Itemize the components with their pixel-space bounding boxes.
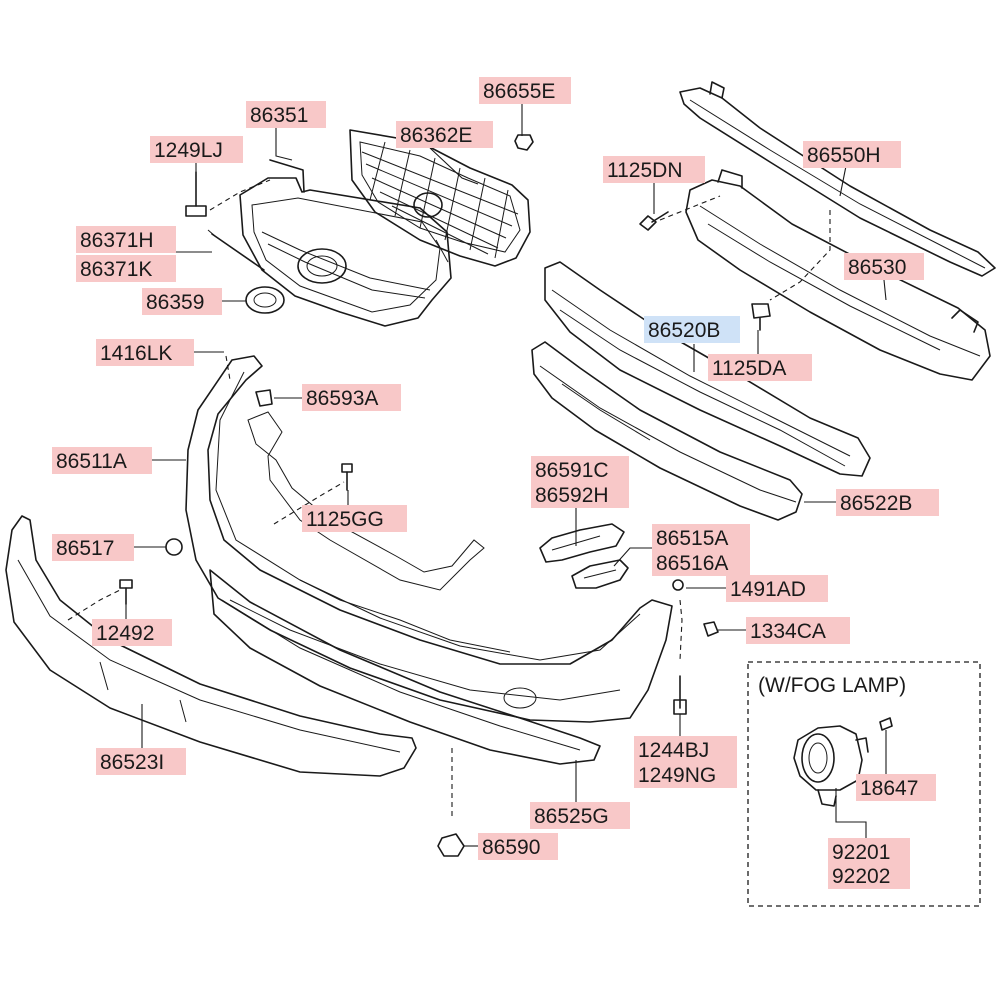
- label-86522B: 86522B: [836, 489, 939, 516]
- label-86593A-text: 86593A: [306, 387, 378, 410]
- clip-86590: [437, 833, 465, 857]
- label-86371K-text: 86371K: [80, 258, 152, 281]
- label-1491AD: 1491AD: [726, 575, 828, 602]
- label-86362E-text: 86362E: [400, 124, 472, 147]
- clip-86593A: [255, 389, 273, 407]
- front-bumper-cover: [185, 355, 673, 723]
- screw-1244BJ: [673, 675, 687, 715]
- label-18647-text: 18647: [860, 777, 918, 800]
- energy-absorber: [544, 261, 871, 477]
- fog-lamp-option-box: [747, 661, 981, 907]
- label-1249NG: 1249NG: [634, 761, 737, 788]
- label-1125GG-text: 1125GG: [306, 508, 384, 531]
- cap-86517: [165, 538, 183, 556]
- label-86371H: 86371H: [76, 226, 176, 253]
- under-spoiler: [5, 515, 417, 777]
- label-92202: 92202: [828, 862, 910, 889]
- label-86511A-text: 86511A: [56, 450, 127, 473]
- label-18647: 18647: [856, 774, 936, 801]
- label-86511A: 86511A: [52, 447, 152, 474]
- lower-lip: [209, 569, 601, 765]
- label-1249NG-text: 1249NG: [638, 764, 716, 787]
- bolt-1125DN: [639, 211, 669, 231]
- label-92201-text: 92201: [832, 841, 890, 864]
- bracket-86591C: [539, 523, 625, 563]
- label-86655E-text: 86655E: [483, 80, 555, 103]
- label-86592H: 86592H: [531, 481, 629, 508]
- grille-mesh: [349, 129, 531, 267]
- label-86550H-text: 86550H: [807, 144, 881, 167]
- label-86351: 86351: [246, 101, 326, 128]
- label-86590-text: 86590: [482, 836, 540, 859]
- label-86550H: 86550H: [803, 141, 901, 168]
- label-86523I: 86523I: [96, 748, 186, 775]
- label-1125DN: 1125DN: [603, 156, 705, 183]
- bolt-1125GG: [341, 463, 353, 491]
- label-86359-text: 86359: [146, 291, 204, 314]
- label-1249LJ: 1249LJ: [150, 136, 243, 163]
- bolt-1249LJ: [185, 171, 207, 217]
- label-12492-text: 12492: [96, 622, 154, 645]
- label-86592H-text: 86592H: [535, 484, 609, 507]
- bracket-86515A: [571, 559, 629, 589]
- label-86362E: 86362E: [396, 121, 493, 148]
- label-86351-text: 86351: [250, 104, 308, 127]
- label-86359: 86359: [142, 288, 222, 315]
- clip-1491AD: [672, 579, 684, 591]
- label-1125DA: 1125DA: [708, 354, 812, 381]
- label-86517-text: 86517: [56, 537, 114, 560]
- fog-lamp-note: (W/FOG LAMP): [758, 674, 906, 697]
- label-86523I-text: 86523I: [100, 751, 164, 774]
- label-86516A-text: 86516A: [656, 552, 728, 575]
- label-86515A: 86515A: [652, 524, 750, 551]
- label-86591C: 86591C: [531, 456, 629, 483]
- label-86590: 86590: [478, 833, 558, 860]
- label-1334CA-text: 1334CA: [750, 620, 826, 643]
- label-1416LK-text: 1416LK: [100, 342, 172, 365]
- label-1334CA: 1334CA: [746, 617, 850, 644]
- radiator-grille-panel: [239, 159, 452, 327]
- label-1125DA-text: 1125DA: [712, 357, 786, 380]
- label-86525G-text: 86525G: [534, 805, 609, 828]
- label-1244BJ: 1244BJ: [634, 736, 737, 763]
- label-1125DN-text: 1125DN: [607, 159, 683, 182]
- grille-rod: [211, 233, 265, 271]
- label-1249LJ-text: 1249LJ: [154, 139, 223, 162]
- label-86530-text: 86530: [848, 256, 906, 279]
- label-86371K: 86371K: [76, 255, 176, 282]
- upper-bumper-bar: [679, 81, 996, 277]
- label-86522B-text: 86522B: [840, 492, 912, 515]
- label-1125GG: 1125GG: [302, 505, 407, 532]
- nut-86655E: [514, 134, 534, 151]
- lower-absorber: [531, 341, 803, 521]
- label-1244BJ-text: 1244BJ: [638, 739, 709, 762]
- label-86593A: 86593A: [302, 384, 401, 411]
- label-86520B-text: 86520B: [648, 319, 720, 342]
- label-86520B: 86520B: [644, 316, 740, 343]
- label-92201: 92201: [828, 838, 910, 865]
- label-86371H-text: 86371H: [80, 229, 154, 252]
- label-1416LK: 1416LK: [96, 339, 194, 366]
- emblem: [245, 286, 285, 314]
- label-86591C-text: 86591C: [535, 459, 609, 482]
- label-86655E: 86655E: [479, 77, 571, 104]
- bolt-12492: [119, 579, 133, 605]
- label-86530: 86530: [844, 253, 924, 280]
- label-86525G: 86525G: [530, 802, 630, 829]
- label-1491AD-text: 1491AD: [730, 578, 806, 601]
- clip-1334CA: [703, 621, 719, 637]
- label-12492: 12492: [92, 619, 172, 646]
- label-86516A: 86516A: [652, 549, 750, 576]
- label-92202-text: 92202: [832, 865, 890, 888]
- bumper-beam: [685, 169, 991, 381]
- bolt-1125DA: [751, 303, 771, 331]
- label-86515A-text: 86515A: [656, 527, 728, 550]
- label-86517: 86517: [52, 534, 134, 561]
